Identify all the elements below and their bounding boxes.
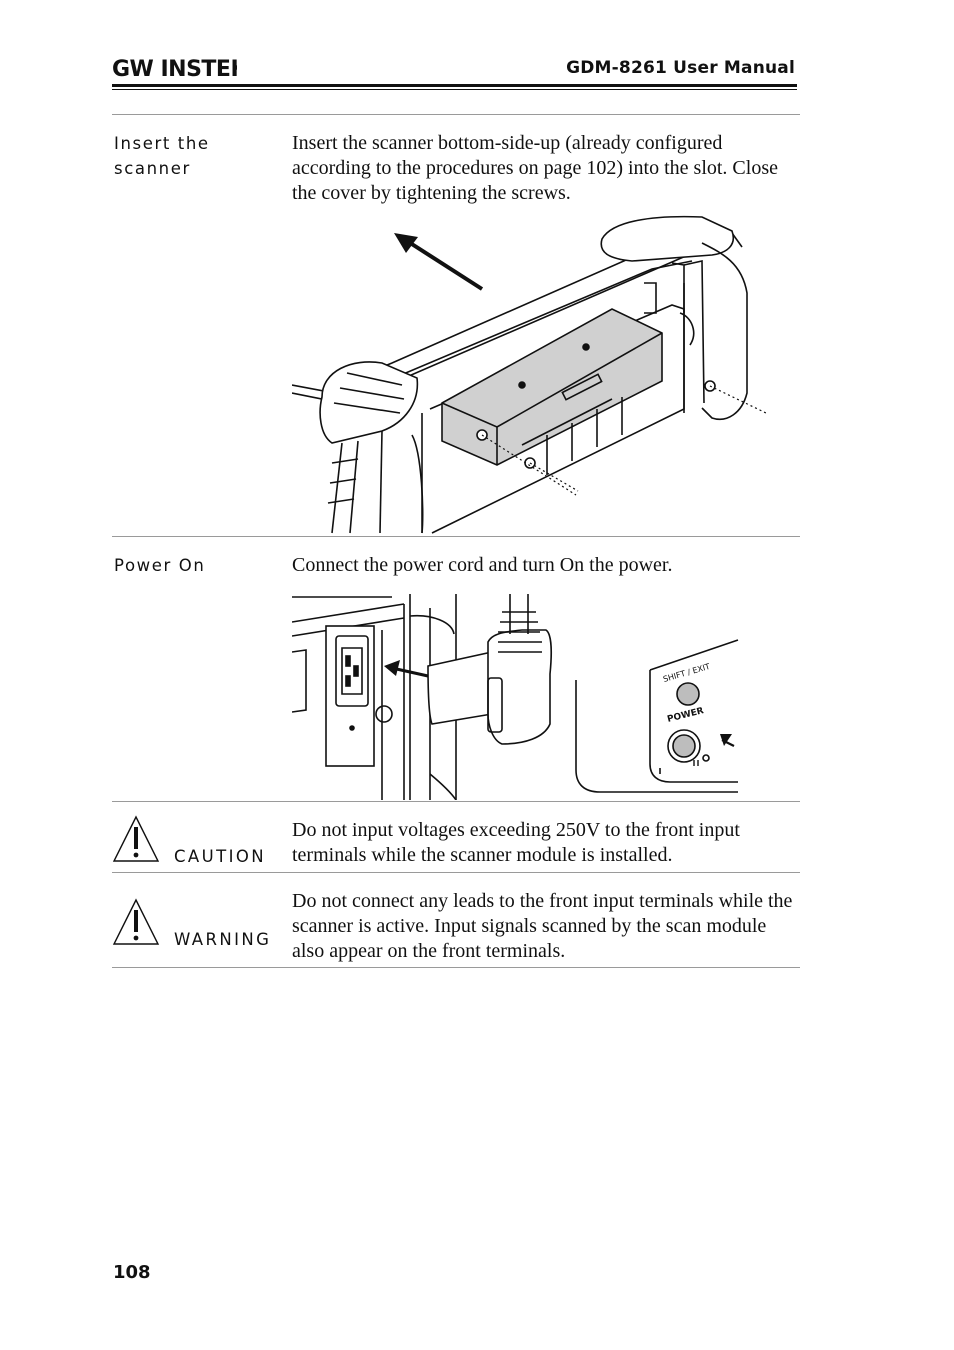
power-key-label: POWER bbox=[666, 706, 705, 725]
page-number: 108 bbox=[113, 1262, 151, 1283]
section-label-insert-scanner: Insert the scanner bbox=[114, 131, 210, 181]
notice-divider bbox=[112, 801, 800, 802]
notice-divider bbox=[112, 872, 800, 873]
front-panel-power-illustration: SHIFT / EXIT POWER bbox=[575, 639, 739, 793]
shift-exit-key-label: SHIFT / EXIT bbox=[662, 662, 711, 684]
section-label-line: Insert the bbox=[114, 134, 210, 153]
document-title: GDM-8261 User Manual bbox=[566, 58, 795, 78]
warning-label: WARNING bbox=[174, 930, 272, 949]
power-button-bezel bbox=[667, 729, 701, 763]
caution-label: CAUTION bbox=[174, 847, 266, 866]
section-divider bbox=[112, 536, 800, 537]
section-label-line: scanner bbox=[114, 159, 191, 178]
section-label-line: Power On bbox=[114, 556, 206, 575]
warning-triangle-icon bbox=[112, 898, 160, 945]
caution-text: Do not input voltages exceeding 250V to … bbox=[292, 819, 740, 866]
warning-text: Do not connect any leads to the front in… bbox=[292, 890, 793, 962]
power-cord-illustration bbox=[292, 594, 552, 800]
caution-warning-triangle-icon bbox=[112, 815, 160, 862]
shift-exit-button bbox=[676, 682, 700, 706]
notice-divider bbox=[112, 967, 800, 968]
section-text-insert-scanner: Insert the scanner bottom-side-up (alrea… bbox=[292, 132, 778, 204]
scanner-insertion-illustration bbox=[292, 215, 767, 534]
logo-text: GW INSTEK bbox=[112, 57, 237, 80]
section-text-power-on: Connect the power cord and turn On the p… bbox=[292, 554, 673, 576]
power-button bbox=[672, 734, 696, 758]
header-rule bbox=[112, 84, 797, 87]
section-label-power-on: Power On bbox=[114, 553, 205, 578]
header-rule-thin bbox=[112, 89, 797, 90]
gw-instek-logo: GW INSTEK bbox=[112, 57, 237, 80]
section-divider bbox=[112, 114, 800, 115]
